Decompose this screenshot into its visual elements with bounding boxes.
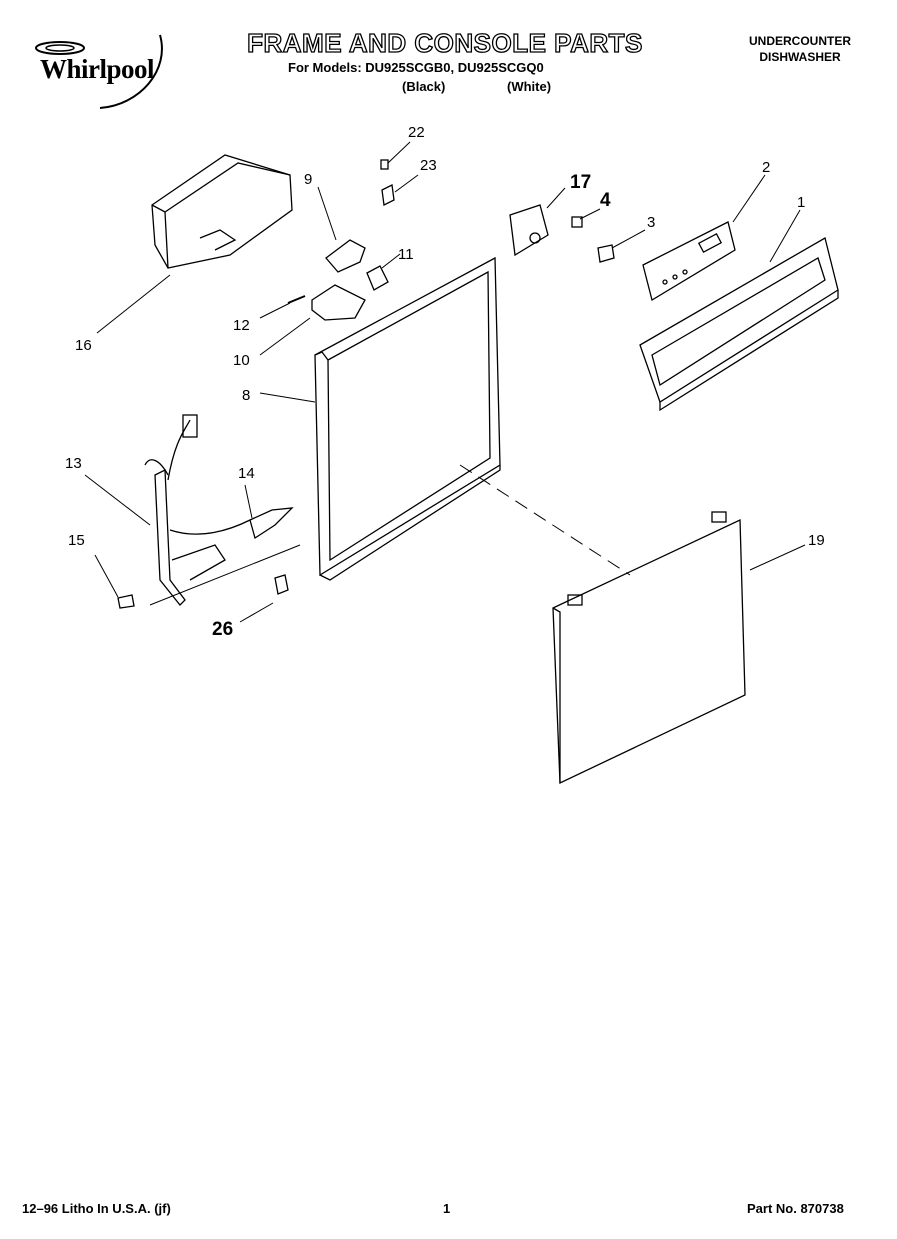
part-4-clip xyxy=(571,216,583,228)
part-17-hinge xyxy=(509,204,549,257)
footer-print-info: 12–96 Litho In U.S.A. (jf) xyxy=(22,1201,171,1216)
part-2-control-panel xyxy=(642,221,736,302)
variant-white-label: (White) xyxy=(507,79,552,94)
part-12-pin xyxy=(287,295,306,304)
callout-13: 13 xyxy=(65,455,82,472)
variant-black-label: (Black) xyxy=(402,79,446,94)
footer-part-number: Part No. 870738 xyxy=(747,1201,844,1216)
brand-logo: Whirlpool xyxy=(30,30,190,110)
part-14-connector xyxy=(249,507,294,540)
footer-page-number: 1 xyxy=(443,1201,451,1216)
callout-19: 19 xyxy=(808,532,825,549)
swirl-icon xyxy=(35,34,163,109)
callout-17: 17 xyxy=(570,172,591,193)
brand-wordmark: Whirlpool xyxy=(40,54,155,84)
part-1-console xyxy=(639,237,839,412)
callout-12: 12 xyxy=(233,317,250,334)
callout-15: 15 xyxy=(68,532,85,549)
part-10-housing xyxy=(311,284,366,321)
part-26-clip xyxy=(274,574,289,595)
part-22-screw xyxy=(380,159,389,170)
part-23-clip xyxy=(381,184,395,206)
category-line-1: UNDERCOUNTER xyxy=(749,34,851,48)
part-9-latch xyxy=(325,239,366,273)
part-13-wire-harness xyxy=(144,414,251,606)
callout-1: 1 xyxy=(797,194,805,211)
part-11-switch xyxy=(366,265,389,291)
callout-9: 9 xyxy=(304,171,312,188)
part-16-top-cover xyxy=(151,154,293,269)
page-title: FRAME AND CONSOLE PARTS xyxy=(246,27,643,58)
callout-23: 23 xyxy=(420,157,437,174)
callout-10: 10 xyxy=(233,352,250,369)
models-line: For Models: DU925SCGB0, DU925SCGQ0 xyxy=(288,60,544,75)
part-8-door-frame xyxy=(314,256,501,581)
part-17-hub xyxy=(529,232,541,244)
callout-3: 3 xyxy=(647,214,655,231)
callout-4: 4 xyxy=(600,190,611,211)
callout-11: 11 xyxy=(398,246,414,263)
part-3-screw xyxy=(597,244,615,263)
callout-2: 2 xyxy=(762,159,770,176)
leader-lines xyxy=(84,141,806,623)
part-15-screw xyxy=(117,594,135,609)
callout-16: 16 xyxy=(75,337,92,354)
part-19-door-panel xyxy=(552,511,746,785)
callout-22: 22 xyxy=(408,124,425,141)
callout-14: 14 xyxy=(238,465,255,482)
product-category: UNDERCOUNTER DISHWASHER xyxy=(735,33,865,65)
callout-26: 26 xyxy=(212,619,233,640)
callout-8: 8 xyxy=(242,387,250,404)
category-line-2: DISHWASHER xyxy=(759,50,841,64)
